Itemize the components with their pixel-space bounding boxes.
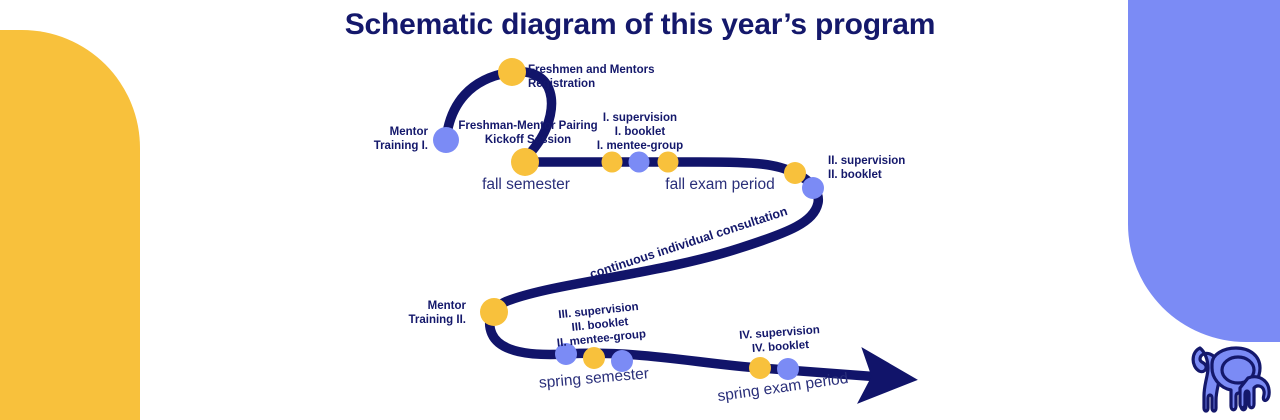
node-pairing-kickoff[interactable]: [511, 148, 539, 176]
node-supervision-2-a[interactable]: [784, 162, 806, 184]
elephant-logo: [1191, 346, 1271, 413]
node-supervision-4-a[interactable]: [749, 357, 771, 379]
label-fall-semester: fall semester: [482, 176, 570, 193]
label-mentor-training-2: Mentor Training II.: [408, 300, 466, 327]
node-supervision-1-b[interactable]: [628, 151, 650, 173]
label-fall-exam-period: fall exam period: [665, 176, 775, 193]
node-mentor-training-2[interactable]: [480, 298, 508, 326]
node-supervision-4-b[interactable]: [777, 358, 799, 380]
node-supervision-3-c[interactable]: [611, 350, 633, 372]
page-title: Schematic diagram of this year’s program: [344, 8, 936, 41]
node-mentor-training-1[interactable]: [433, 127, 459, 153]
node-supervision-1-a[interactable]: [601, 151, 623, 173]
label-mentor-training-1: Mentor Training I.: [373, 126, 428, 153]
purple-rounded-shape: [1128, 0, 1280, 342]
label-supervision-1: I. supervision I. booklet I. mentee-grou…: [596, 112, 684, 153]
yellow-rounded-shape: [0, 30, 140, 420]
label-pairing-kickoff: Freshman-Mentor Pairing Kickoff Session: [458, 120, 598, 147]
timeline-curve: [441, 66, 918, 404]
label-registration: Freshmen and Mentors Registration: [528, 64, 655, 91]
node-supervision-2-b[interactable]: [802, 177, 824, 199]
node-supervision-3-b[interactable]: [583, 347, 605, 369]
node-supervision-1-c[interactable]: [657, 151, 679, 173]
node-registration[interactable]: [498, 58, 526, 86]
label-supervision-2: II. supervision II. booklet: [828, 155, 906, 182]
node-supervision-3-a[interactable]: [555, 343, 577, 365]
